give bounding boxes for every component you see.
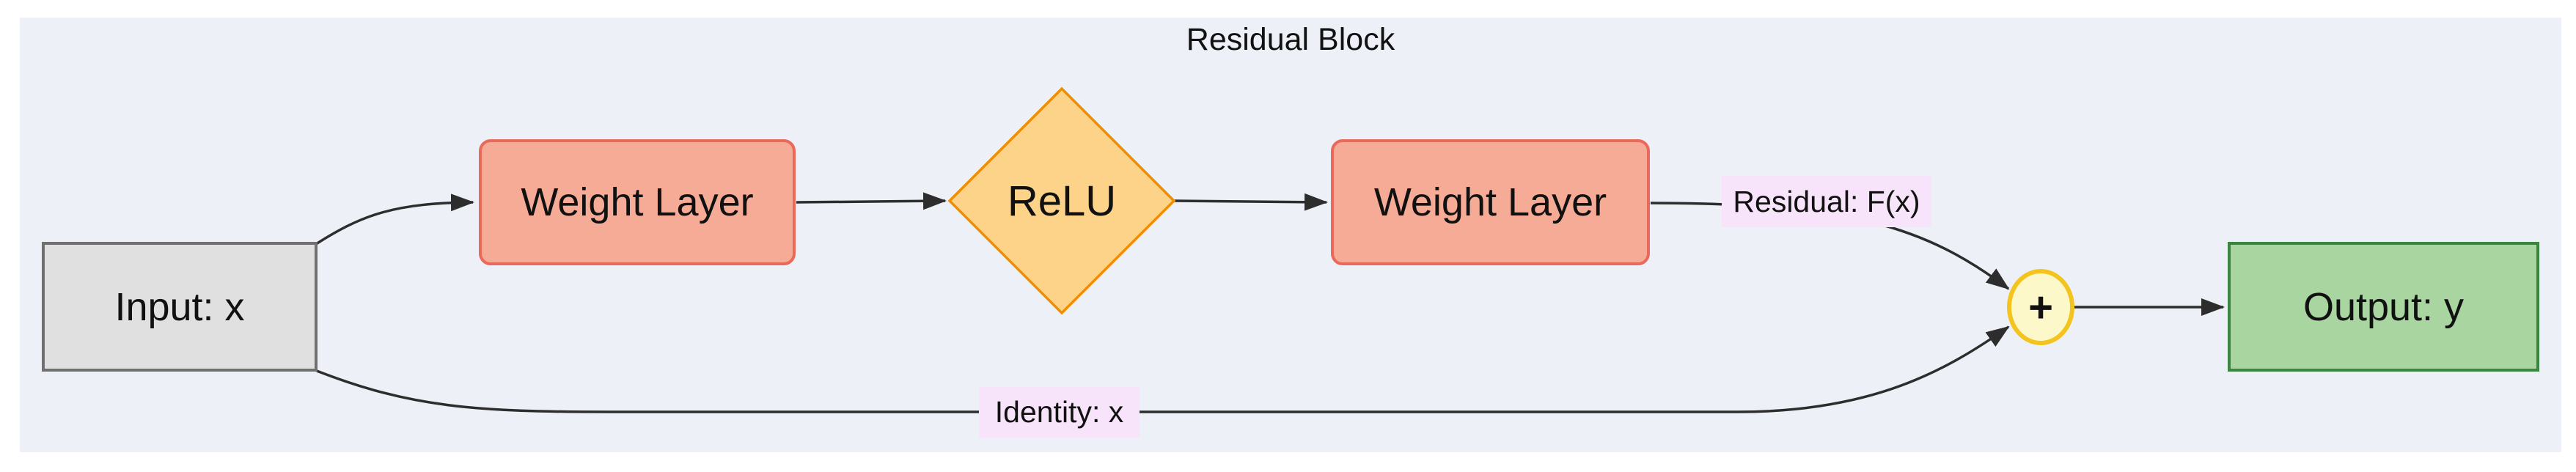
diagram-title: Residual Block	[1186, 22, 1395, 57]
edge-input-to-weight1	[315, 193, 474, 246]
input-node-label: Input: x	[114, 284, 245, 329]
residual-edge-label-text: Residual: F(x)	[1733, 184, 1920, 218]
relu-node: ReLU	[950, 162, 1174, 240]
residual-edge-label: Residual: F(x)	[1722, 176, 1931, 227]
relu-node-label: ReLU	[1007, 177, 1117, 225]
weight-layer-2-label: Weight Layer	[1373, 180, 1607, 224]
weight-layer-1-label: Weight Layer	[521, 180, 754, 224]
edge-weight1-to-relu	[796, 192, 947, 210]
identity-edge-label-text: Identity: x	[994, 395, 1124, 429]
weight-layer-2-node: Weight Layer	[1331, 139, 1650, 265]
plus-node-label: +	[2028, 283, 2053, 331]
input-node: Input: x	[42, 242, 318, 372]
plus-node: +	[2008, 271, 2073, 343]
plus-circle-shape	[2007, 269, 2074, 345]
identity-edge-label: Identity: x	[979, 387, 1140, 438]
weight-layer-1-node: Weight Layer	[479, 139, 796, 265]
edge-relu-to-weight2	[1174, 193, 1328, 211]
relu-diamond-shape	[947, 86, 1176, 315]
residual-block-subgraph-panel	[20, 18, 2561, 452]
output-node-label: Output: y	[2302, 284, 2465, 329]
output-node: Output: y	[2228, 242, 2539, 372]
edge-input-to-plus-identity	[316, 325, 2010, 413]
